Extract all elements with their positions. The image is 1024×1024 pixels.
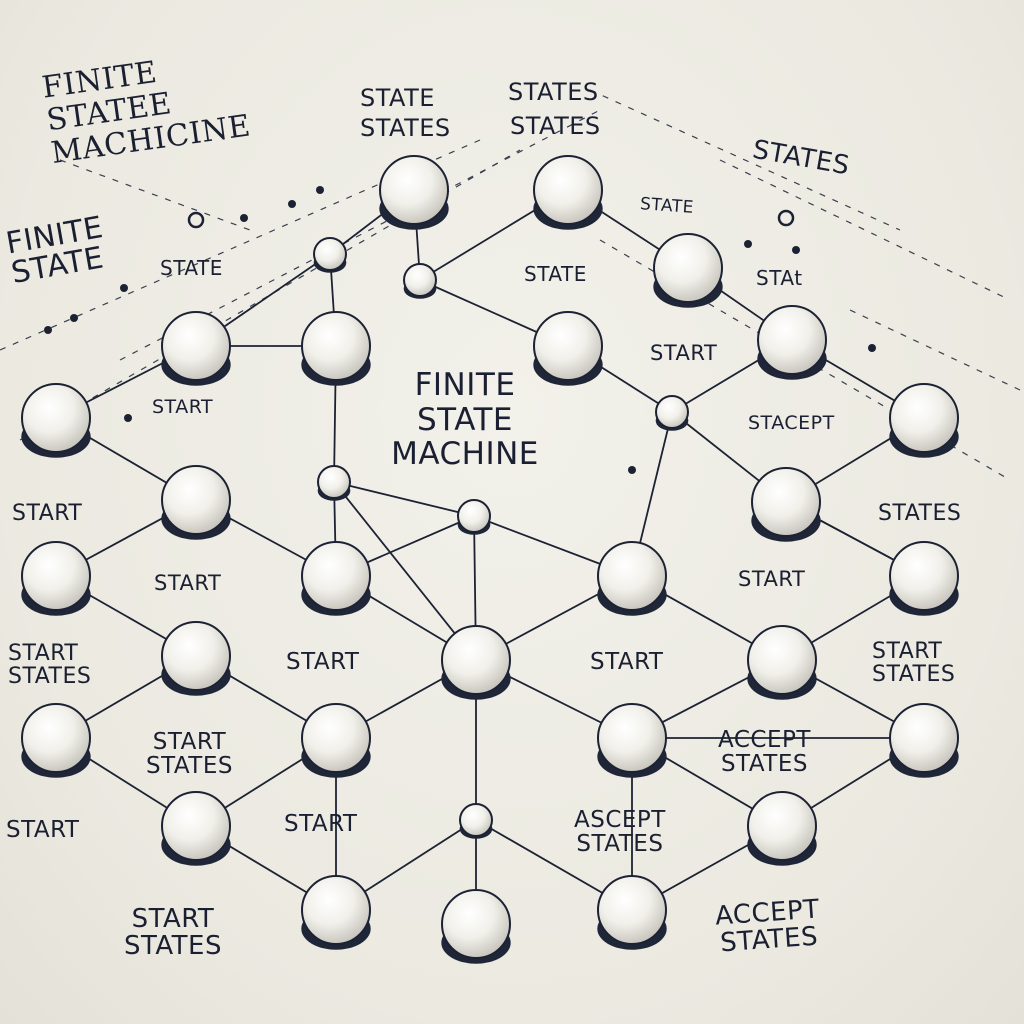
label-start-right-mid: START	[738, 567, 806, 591]
state-nodes	[21, 155, 959, 964]
label-start-states-left: START STATES	[8, 641, 92, 690]
junction-node	[403, 263, 437, 299]
state-node	[21, 383, 91, 458]
dashed-guide-line	[849, 309, 1021, 391]
dot-marker	[868, 344, 876, 352]
state-node	[441, 889, 511, 964]
label-start-states-bottom: START STATES	[124, 904, 222, 962]
state-node	[597, 703, 667, 778]
state-node	[889, 703, 959, 778]
transition-edge	[333, 481, 477, 661]
junction-node	[317, 465, 351, 501]
state-node	[533, 311, 603, 386]
label-state-top: STATE	[360, 84, 435, 112]
junction-node	[457, 499, 491, 535]
label-start-far-left-bottom: START	[6, 817, 80, 843]
label-start-left-upper: START	[152, 396, 214, 418]
dot-marker	[744, 240, 752, 248]
state-node	[889, 383, 959, 458]
dot-marker	[124, 414, 132, 422]
label-start-top-right: START	[650, 341, 718, 365]
dot-marker	[70, 314, 78, 322]
transition-edge	[333, 481, 475, 517]
state-node	[379, 155, 449, 230]
state-node	[161, 465, 231, 540]
label-start-center-right: START	[590, 649, 664, 675]
state-node	[21, 541, 91, 616]
state-node	[757, 305, 827, 380]
state-node	[161, 311, 231, 386]
dashed-guide-line	[59, 159, 251, 231]
dot-marker	[240, 214, 248, 222]
label-stacept: STACEPT	[748, 412, 835, 434]
label-start-left-mid: START	[154, 571, 222, 595]
state-node	[747, 625, 817, 700]
label-state-left: STATE	[160, 256, 223, 280]
dashed-guide-line	[119, 109, 601, 361]
hollow-marker	[777, 209, 795, 227]
junction-node	[655, 395, 689, 431]
diagram-title-line-1: FINITE	[414, 367, 516, 403]
label-start-states-center: START STATES	[146, 729, 233, 780]
dot-marker	[44, 326, 52, 334]
junction-node	[459, 803, 493, 839]
label-states-top-b: STATES	[508, 78, 599, 106]
state-node	[301, 703, 371, 778]
label-start-states-right: START STATES	[872, 639, 956, 688]
state-node	[597, 875, 667, 950]
state-node	[533, 155, 603, 230]
hollow-marker	[187, 211, 205, 229]
state-node	[161, 791, 231, 866]
label-accept-states-right: ACCEPT STATES	[718, 727, 811, 778]
state-node	[889, 541, 959, 616]
label-states-right: STATES	[878, 501, 962, 526]
dot-marker	[316, 186, 324, 194]
dashed-guide-line	[719, 159, 1011, 301]
label-accept-states-bottom: ACCEPT STATES	[714, 894, 821, 959]
junction-node	[313, 237, 347, 273]
label-states-top-c: STATES	[510, 112, 601, 140]
label-stat-right: STAt	[756, 266, 803, 290]
dot-marker	[120, 284, 128, 292]
label-start-center-left: START	[286, 649, 360, 675]
label-ascept-states: ASCEPT STATES	[574, 807, 666, 858]
diagram-title-line-3: MACHINE	[391, 436, 539, 473]
state-node	[441, 625, 511, 700]
label-start-bottom-center: START	[284, 811, 358, 837]
state-node	[747, 791, 817, 866]
label-state-mid: STATE	[524, 262, 587, 286]
dashed-guide-line	[589, 89, 901, 231]
state-node	[597, 541, 667, 616]
state-node	[21, 703, 91, 778]
dot-marker	[288, 200, 296, 208]
state-node	[301, 875, 371, 950]
label-start-far-left: START	[12, 501, 83, 526]
state-node	[653, 233, 723, 308]
dot-marker	[628, 466, 636, 474]
dot-marker	[792, 246, 800, 254]
state-node	[161, 621, 231, 696]
label-state-mid-top: STATE	[639, 194, 695, 218]
diagram-title: FINITE STATE MACHINE	[365, 368, 565, 472]
state-node	[301, 311, 371, 386]
state-node	[301, 541, 371, 616]
diagram-title-line-2: STATE	[416, 401, 514, 438]
state-node	[751, 467, 821, 542]
label-states-top-a: STATES	[360, 114, 451, 142]
